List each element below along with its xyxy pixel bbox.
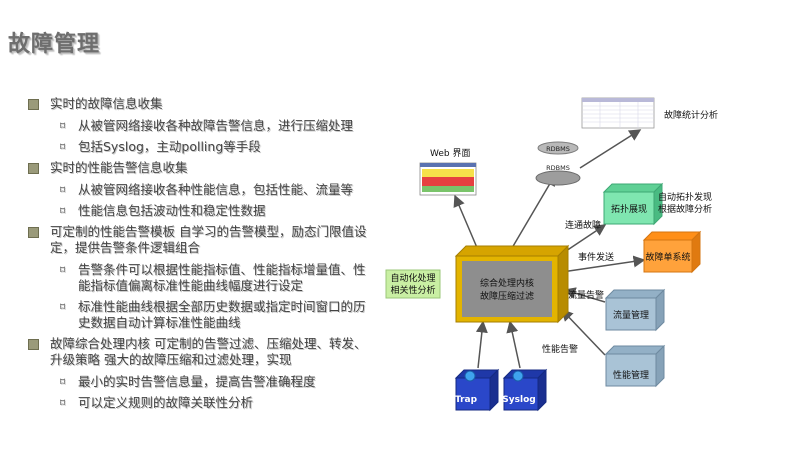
bullet-level2-text: 可以定义规则的故障关联性分析 xyxy=(78,395,254,410)
rdbms-cylinder-2: RDBMS xyxy=(535,164,581,186)
topology-box xyxy=(602,182,664,226)
stats-report-thumbnail xyxy=(581,97,655,129)
sub-bullet-icon: ⌑ xyxy=(60,185,66,196)
topology-label: 拓扑展现 xyxy=(611,203,647,215)
bullet-level1: 实时的性能告警信息收集 xyxy=(28,160,376,176)
trap-source-box xyxy=(454,368,500,412)
syslog-source-box xyxy=(502,368,548,412)
square-bullet-icon xyxy=(28,99,39,110)
bullet-outline: 实时的故障信息收集 ⌑ 从被管网络接收各种故障告警信息，进行压缩处理 ⌑ 包括Syslo… xyxy=(28,96,376,416)
bullet-level2: ⌑ 标准性能曲线根据全部历史数据或指定时间窗口的历史数据自动计算标准性能曲线 xyxy=(28,299,376,331)
bullet-level2-text: 性能信息包括波动性和稳定性数据 xyxy=(78,203,266,218)
sub-bullet-icon: ⌑ xyxy=(60,302,66,313)
bullet-level2: ⌑ 告警条件可以根据性能指标值、性能指标增量值、性能指标值偏离标准性能曲线幅度进行… xyxy=(28,262,376,294)
rdbms-label-2: RDBMS xyxy=(546,164,570,172)
bullet-level2-text: 从被管网络接收各种故障告警信息，进行压缩处理 xyxy=(78,118,354,133)
bullet-level1: 故障综合处理内核 可定制的告警过滤、压缩处理、转发、升级策略 强大的故障压缩和过… xyxy=(28,336,376,368)
bullet-level2: ⌑ 最小的实时告警信息量，提高告警准确程度 xyxy=(28,374,376,390)
traffic-alarm-label: 流量告警 xyxy=(568,289,604,301)
sub-bullet-icon: ⌑ xyxy=(60,398,66,409)
link-fault-label: 连通故障 xyxy=(565,219,601,231)
bullet-level2: ⌑ 可以定义规则的故障关联性分析 xyxy=(28,395,376,411)
square-bullet-icon xyxy=(28,163,39,174)
topology-note-2: 根据故障分析 xyxy=(658,203,712,215)
sub-bullet-icon: ⌑ xyxy=(60,121,66,132)
bullet-level2: ⌑ 性能信息包括波动性和稳定性数据 xyxy=(28,203,376,219)
correlation-box xyxy=(385,269,441,299)
bullet-level2-text: 包括Syslog，主动polling等手段 xyxy=(78,139,261,154)
bullet-level1-text: 可定制的性能告警模板 自学习的告警模型，励态门限值设定，提供告警条件逻辑组合 xyxy=(50,224,367,255)
performance-alarm-label: 性能告警 xyxy=(542,343,578,355)
core-label-1: 综合处理内核 xyxy=(480,277,534,289)
bullet-level2-text: 从被管网络接收各种性能信息，包括性能、流量等 xyxy=(78,182,354,197)
traffic-management-box xyxy=(604,288,666,332)
ticket-system-label: 故障单系统 xyxy=(645,251,690,263)
core-label-2: 故障压缩过滤 xyxy=(480,290,534,302)
bullet-level2-text: 告警条件可以根据性能指标值、性能指标增量值、性能指标值偏离标准性能曲线幅度进行设… xyxy=(78,262,366,293)
core-processing-box xyxy=(454,244,570,324)
rdbms-label-1: RDBMS xyxy=(546,145,570,153)
traffic-management-label: 流量管理 xyxy=(613,309,649,321)
web-ui-label: Web 界面 xyxy=(430,148,470,159)
ticket-system-box xyxy=(642,230,702,274)
correlation-label-1: 自动化处理 xyxy=(390,272,435,284)
sub-bullet-icon: ⌑ xyxy=(60,206,66,217)
stats-label: 故障统计分析 xyxy=(664,109,718,121)
connector-arrows xyxy=(453,129,646,369)
syslog-label: Syslog xyxy=(502,395,535,405)
rdbms-cylinder-1: RDBMS xyxy=(537,141,579,155)
web-ui-thumbnail xyxy=(419,162,477,196)
sub-bullet-icon: ⌑ xyxy=(60,142,66,153)
correlation-label-2: 相关性分析 xyxy=(390,284,435,296)
bullet-level2: ⌑ 包括Syslog，主动polling等手段 xyxy=(28,139,376,155)
trap-label: Trap xyxy=(455,395,478,405)
topology-note-1: 自动拓扑发现 xyxy=(658,191,712,203)
event-send-label: 事件发送 xyxy=(578,251,614,263)
bullet-level1: 实时的故障信息收集 xyxy=(28,96,376,112)
slide-title: 故障管理 xyxy=(8,32,101,57)
performance-management-box xyxy=(604,344,666,388)
bullet-level1-text: 实时的故障信息收集 xyxy=(50,96,163,111)
square-bullet-icon xyxy=(28,227,39,238)
bullet-level1: 可定制的性能告警模板 自学习的告警模型，励态门限值设定，提供告警条件逻辑组合 xyxy=(28,224,376,256)
bullet-level2: ⌑ 从被管网络接收各种故障告警信息，进行压缩处理 xyxy=(28,118,376,134)
bullet-level2: ⌑ 从被管网络接收各种性能信息，包括性能、流量等 xyxy=(28,182,376,198)
bullet-level1-text: 故障综合处理内核 可定制的告警过滤、压缩处理、转发、升级策略 强大的故障压缩和过… xyxy=(50,336,367,367)
bullet-level2-text: 标准性能曲线根据全部历史数据或指定时间窗口的历史数据自动计算标准性能曲线 xyxy=(78,299,366,330)
performance-management-label: 性能管理 xyxy=(613,369,649,381)
sub-bullet-icon: ⌑ xyxy=(60,377,66,388)
square-bullet-icon xyxy=(28,339,39,350)
bullet-level1-text: 实时的性能告警信息收集 xyxy=(50,160,188,175)
sub-bullet-icon: ⌑ xyxy=(60,265,66,276)
bullet-level2-text: 最小的实时告警信息量，提高告警准确程度 xyxy=(78,374,316,389)
